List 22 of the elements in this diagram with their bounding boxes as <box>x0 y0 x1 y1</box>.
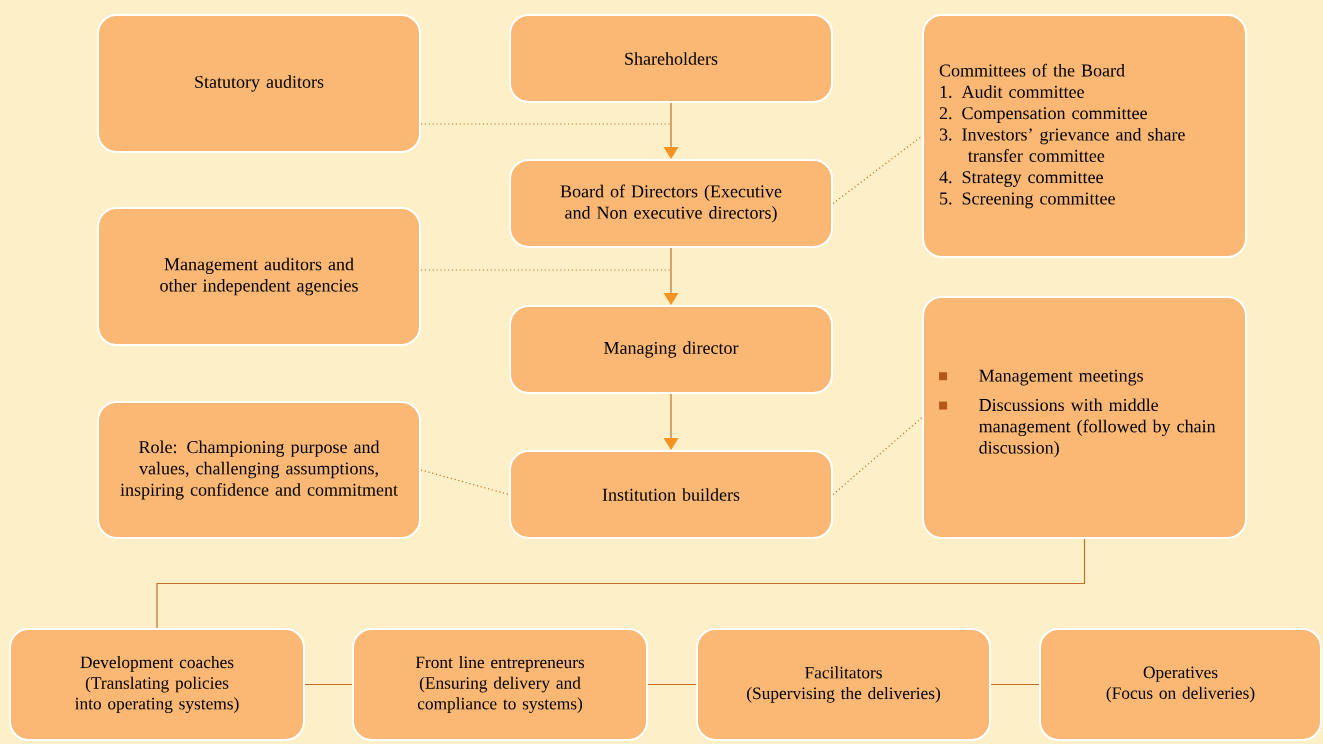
connector <box>420 269 672 271</box>
committees-box: Committees of the Board 1. Audit committee 2. Compensation committee 3. Investors’ grievance and share transfer committee 4. Strategy committee 5. Screening committee <box>922 14 1247 258</box>
process-box: Shareholders <box>509 14 833 103</box>
connector <box>647 683 697 686</box>
connector <box>304 683 353 686</box>
process-box: Institution builders <box>509 450 833 539</box>
process-box: Managing director <box>509 305 833 394</box>
connector <box>832 416 923 496</box>
connector <box>156 538 1086 629</box>
process-box: Front line entrepreneurs (Ensuring delivery and compliance to systems) <box>352 628 648 741</box>
process-box: Statutory auditors <box>97 13 421 154</box>
connector <box>420 123 672 125</box>
process-box: Role: Championing purpose and values, challenging assumptions, inspiring confidence and commitment <box>97 401 421 539</box>
process-box: Management auditors and other independent agencies <box>97 206 421 347</box>
process-box: Operatives (Focus on deliveries) <box>1039 628 1323 741</box>
process-box: Facilitators (Supervising the deliveries) <box>696 628 992 741</box>
connector <box>990 683 1040 686</box>
connector <box>420 469 510 496</box>
process-box: Board of Directors (Executive and Non executive directors) <box>509 159 833 248</box>
process-box: Development coaches (Translating policies into operating systems) <box>9 628 305 741</box>
bullet-list-box: Management meetings Discussions with middle management (followed by chain discussion) <box>922 296 1247 540</box>
connector <box>832 135 923 205</box>
